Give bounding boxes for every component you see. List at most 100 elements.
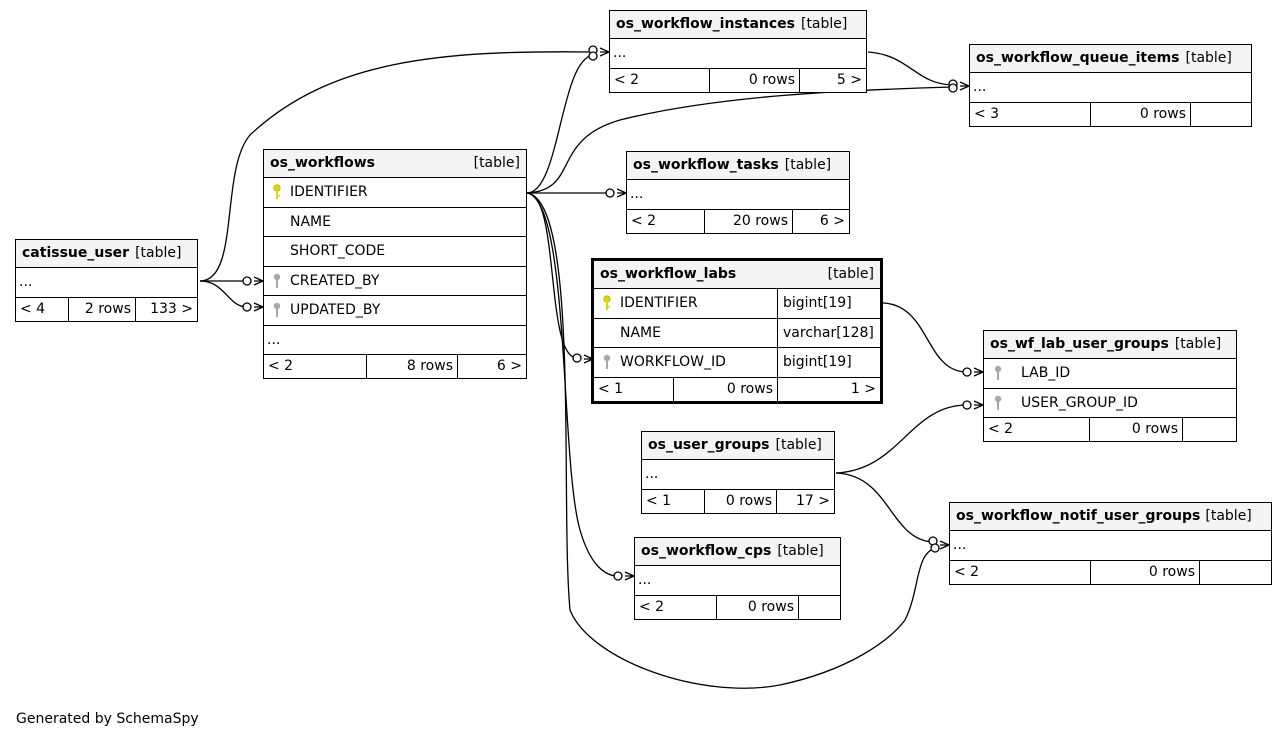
table-type: [table] <box>777 543 824 559</box>
ellipsis: ... <box>19 274 33 290</box>
crowfoot <box>599 47 610 57</box>
column-type: bigint[19] <box>777 289 852 318</box>
table-header: os_workflow_cps[table] <box>635 538 840 566</box>
optional-marker <box>242 302 252 312</box>
crowfoot <box>253 302 264 312</box>
table-os-workflow-cps[interactable]: os_workflow_cps[table] ... < 2 0 rows <box>634 537 841 620</box>
table-name: os_user_groups <box>648 437 770 453</box>
parents-count: < 1 <box>598 380 624 397</box>
row-count: 0 rows <box>1090 102 1190 126</box>
crowfoot <box>959 81 970 91</box>
table-os-workflow-instances[interactable]: os_workflow_instances[table] ... < 2 0 r… <box>609 10 867 93</box>
ellipsis-row: ... <box>610 39 866 69</box>
column-row[interactable]: IDENTIFIER bigint[19] <box>594 289 880 319</box>
optional-marker <box>588 51 598 61</box>
ellipsis: ... <box>953 537 967 553</box>
column-row[interactable]: USER_GROUP_ID <box>984 389 1236 418</box>
crowfoot <box>939 540 950 550</box>
ellipsis-row: ... <box>635 566 840 596</box>
table-footer: < 2 0 rows <box>635 595 840 619</box>
row-count: 8 rows <box>366 355 457 378</box>
table-footer: < 2 20 rows 6 > <box>627 209 849 233</box>
table-name: catissue_user <box>22 245 130 261</box>
column-row[interactable]: IDENTIFIER <box>264 178 526 208</box>
table-header: os_workflows[table] <box>264 150 526 178</box>
parents-count: < 3 <box>974 105 1000 122</box>
children-count: 6 > <box>792 209 849 233</box>
edge-user-instances <box>199 51 594 282</box>
table-footer: < 2 0 rows 5 > <box>610 68 866 92</box>
table-footer: < 2 0 rows <box>984 418 1236 441</box>
column-name: USER_GROUP_ID <box>1021 394 1138 411</box>
table-header: os_workflow_tasks [table] <box>627 152 849 180</box>
table-os-workflow-labs[interactable]: os_workflow_labs [table] IDENTIFIER bigin… <box>591 258 883 404</box>
row-count: 0 rows <box>1090 560 1199 584</box>
primary-key-icon <box>273 184 281 199</box>
table-os-workflow-queue-items[interactable]: os_workflow_queue_items[table] ... < 3 0… <box>969 44 1252 127</box>
table-header: os_wf_lab_user_groups[table] <box>984 331 1236 359</box>
optional-marker <box>572 353 582 363</box>
table-os-workflow-notif-user-groups[interactable]: os_workflow_notif_user_groups[table] ...… <box>949 502 1272 585</box>
optional-marker <box>613 571 623 581</box>
parents-count: < 4 <box>20 300 46 317</box>
foreign-key-icon <box>994 395 1002 410</box>
table-name: os_workflow_labs <box>600 266 737 282</box>
foreign-key-icon <box>273 273 281 288</box>
table-footer: < 2 8 rows 6 > <box>264 355 526 378</box>
table-footer: < 1 0 rows 17 > <box>642 489 834 513</box>
column-row[interactable]: LAB_ID <box>984 359 1236 389</box>
optional-marker <box>242 276 252 286</box>
edge-workflows-notif <box>526 192 936 689</box>
crowfoot <box>624 571 635 581</box>
table-name: os_workflow_tasks <box>633 157 779 173</box>
row-count: 0 rows <box>709 68 799 92</box>
table-type: [table] <box>827 266 874 282</box>
row-count: 0 rows <box>704 489 776 513</box>
column-row[interactable]: SHORT_CODE <box>264 237 526 267</box>
column-row[interactable]: CREATED_BY <box>264 267 526 296</box>
table-os-wf-lab-user-groups[interactable]: os_wf_lab_user_groups[table] LAB_ID USER… <box>983 330 1237 442</box>
column-type: varchar[128] <box>777 318 874 347</box>
ellipsis: ... <box>267 331 281 348</box>
crowfoot <box>616 188 627 198</box>
children-count: 6 > <box>457 355 526 378</box>
column-name: UPDATED_BY <box>290 302 381 318</box>
ellipsis-row: ... <box>264 326 526 355</box>
column-name: IDENTIFIER <box>620 295 698 311</box>
table-os-workflows[interactable]: os_workflows[table] IDENTIFIER NAME SHOR… <box>263 149 527 379</box>
table-footer: < 3 0 rows <box>970 102 1251 126</box>
edge-labs-labusergroups <box>882 302 968 373</box>
table-header: os_workflow_notif_user_groups[table] <box>950 503 1271 531</box>
column-row[interactable]: NAME varchar[128] <box>594 318 880 348</box>
table-type: [table] <box>784 157 832 173</box>
optional-marker <box>605 188 615 198</box>
primary-key-icon <box>603 295 611 310</box>
column-type: bigint[19] <box>777 348 852 377</box>
table-os-workflow-tasks[interactable]: os_workflow_tasks[table] ... < 2 20 rows… <box>626 151 850 234</box>
ellipsis-row: ... <box>950 531 1271 561</box>
foreign-key-icon <box>273 302 281 317</box>
table-header: os_workflow_queue_items[table] <box>970 45 1251 73</box>
table-footer: < 4 2 rows 133 > <box>16 297 197 321</box>
parents-count: < 2 <box>631 212 657 229</box>
edge-usergroups-labusergroups <box>835 404 968 474</box>
table-os-user-groups[interactable]: os_user_groups[table] ... < 1 0 rows 17 … <box>641 431 835 514</box>
table-type: [table] <box>800 16 848 32</box>
parents-count: < 2 <box>614 71 640 88</box>
column-name: SHORT_CODE <box>290 243 386 259</box>
column-row[interactable]: WORKFLOW_ID bigint[19] <box>594 348 880 378</box>
table-header: os_workflow_labs [table] <box>594 261 880 289</box>
ellipsis-row: ... <box>642 460 834 490</box>
ellipsis: ... <box>973 79 987 95</box>
parents-count: < 2 <box>268 358 294 374</box>
table-footer: < 1 0 rows 1 > <box>594 377 880 401</box>
table-catissue-user[interactable]: catissue_user[table] ... < 4 2 rows 133 … <box>15 239 198 322</box>
row-count: 2 rows <box>68 297 135 321</box>
table-type: [table] <box>1185 50 1232 66</box>
crowfoot <box>973 400 984 410</box>
edge-workflows-instances <box>526 54 594 194</box>
optional-marker <box>962 367 972 377</box>
column-row[interactable]: UPDATED_BY <box>264 296 526 326</box>
table-type: [table] <box>1174 336 1222 352</box>
column-row[interactable]: NAME <box>264 208 526 237</box>
